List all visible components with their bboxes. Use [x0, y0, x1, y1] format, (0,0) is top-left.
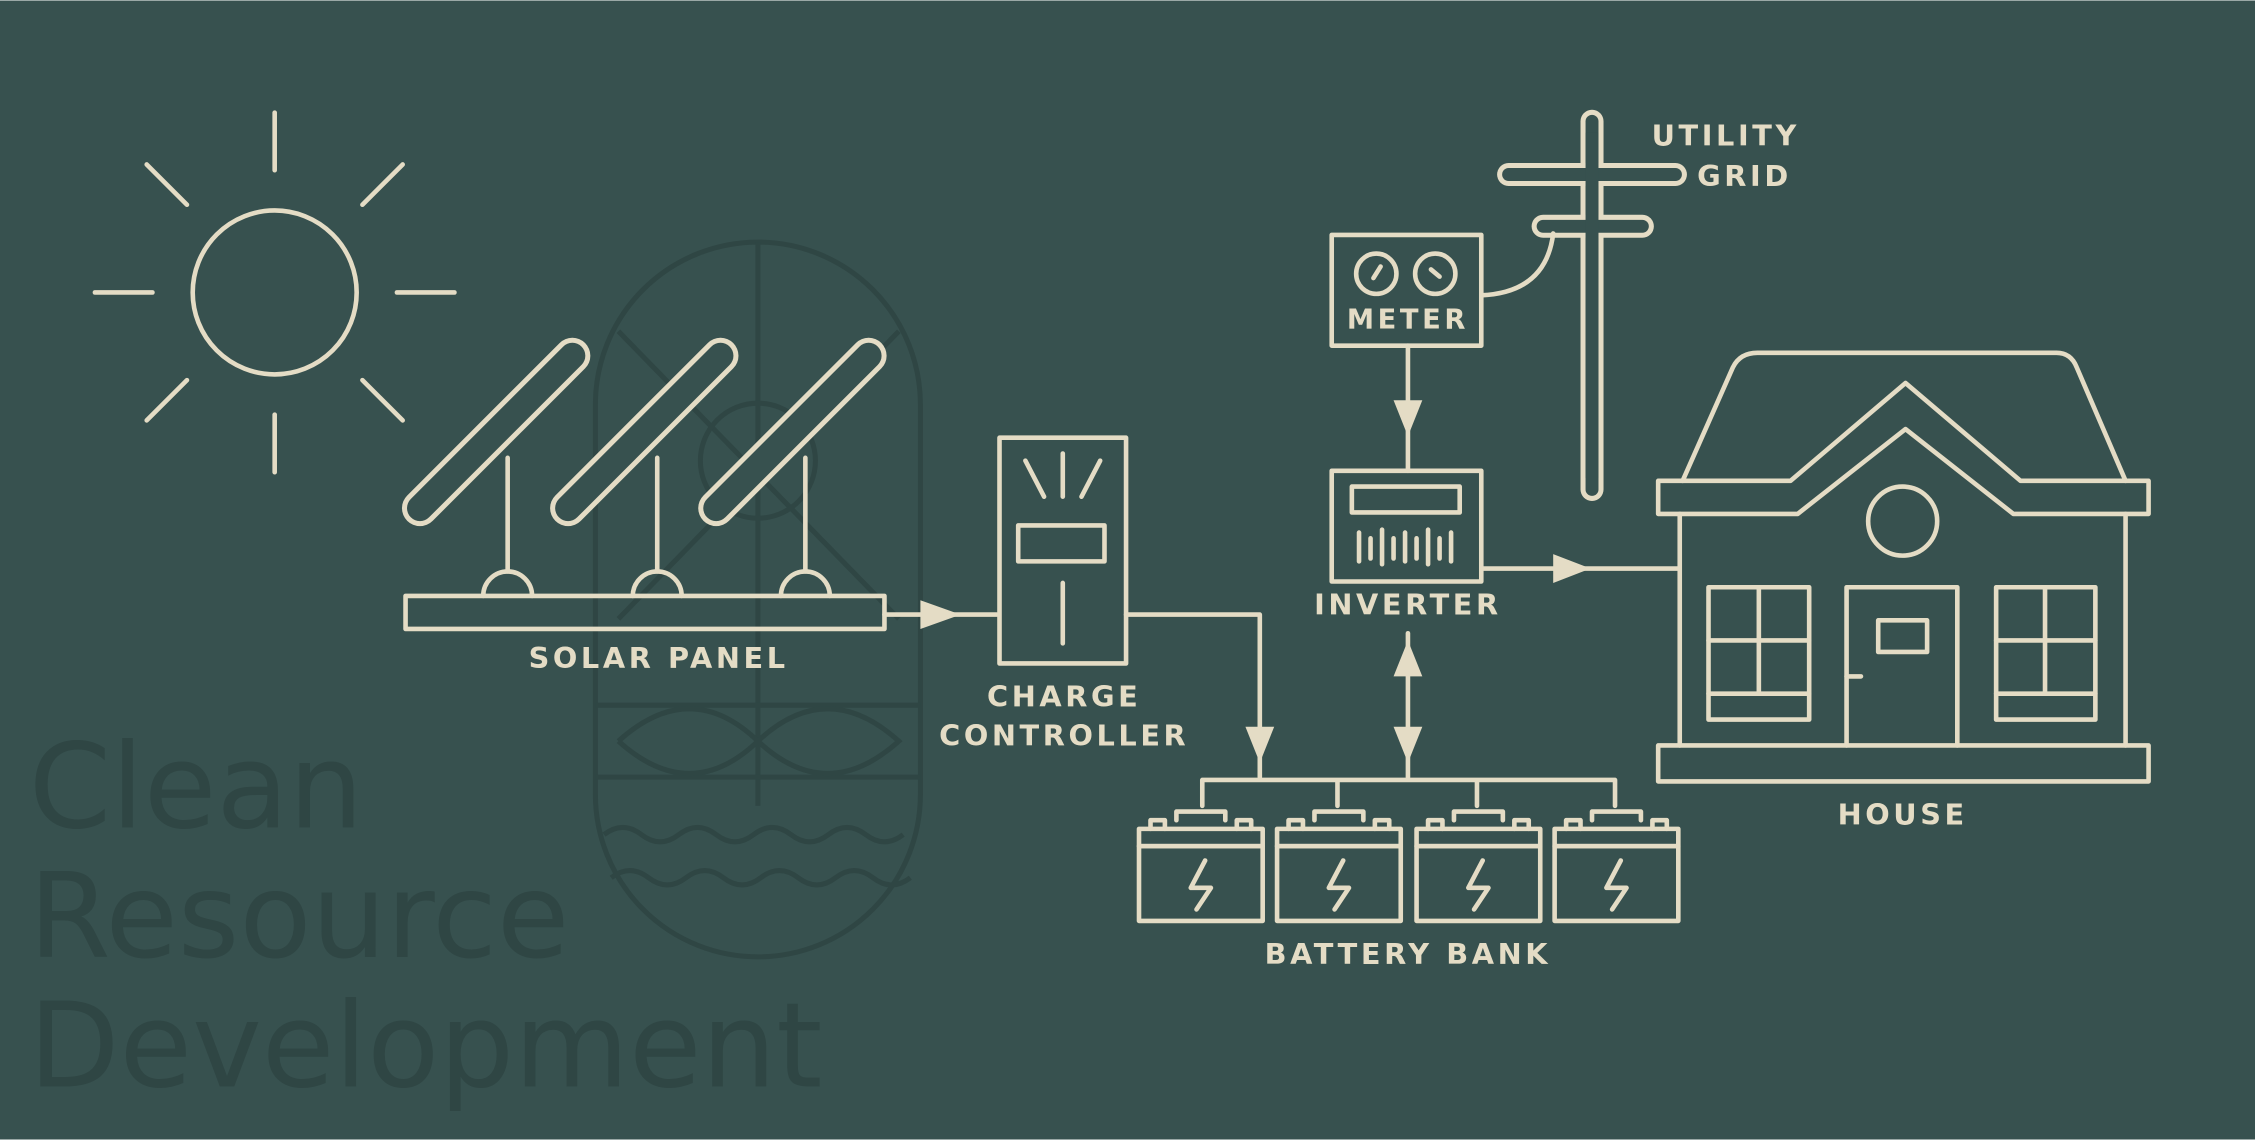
meter-label: METER: [1347, 304, 1469, 335]
arrow-icon: [920, 600, 961, 629]
meter-icon: [1329, 231, 1556, 348]
utility-pole-icon: [1497, 109, 1687, 501]
sun-icon: [92, 110, 457, 475]
utility-grid-label-2: GRID: [1697, 159, 1792, 193]
watermark-text-1: Clean: [29, 718, 364, 855]
charge-controller-label-1: CHARGE: [987, 680, 1141, 714]
charge-controller-icon: [997, 435, 1129, 666]
inverter-label: INVERTER: [1314, 588, 1502, 622]
connector-controller-battery: [1123, 612, 1263, 780]
arrow-icon: [1553, 554, 1591, 583]
arrow-icon: [1245, 726, 1275, 763]
inverter-icon: [1329, 468, 1484, 584]
house-icon: [1655, 350, 2151, 784]
battery-bank-label: BATTERY BANK: [1265, 937, 1552, 971]
watermark-text-3: Development: [29, 977, 823, 1114]
arrow-icon: [1393, 400, 1423, 437]
charge-controller-label-2: CONTROLLER: [939, 718, 1189, 752]
battery-bank-icon: [1136, 777, 1678, 921]
house-label: HOUSE: [1838, 798, 1968, 832]
utility-grid-label-1: UTILITY: [1652, 119, 1800, 153]
watermark-text-2: Resource: [29, 848, 570, 985]
arrow-icon: [1393, 726, 1423, 763]
solar-panel-icon: [401, 337, 887, 632]
solar-panel-label: SOLAR PANEL: [529, 641, 789, 675]
arrow-icon: [1393, 640, 1423, 677]
watermark-logo: [592, 239, 923, 960]
